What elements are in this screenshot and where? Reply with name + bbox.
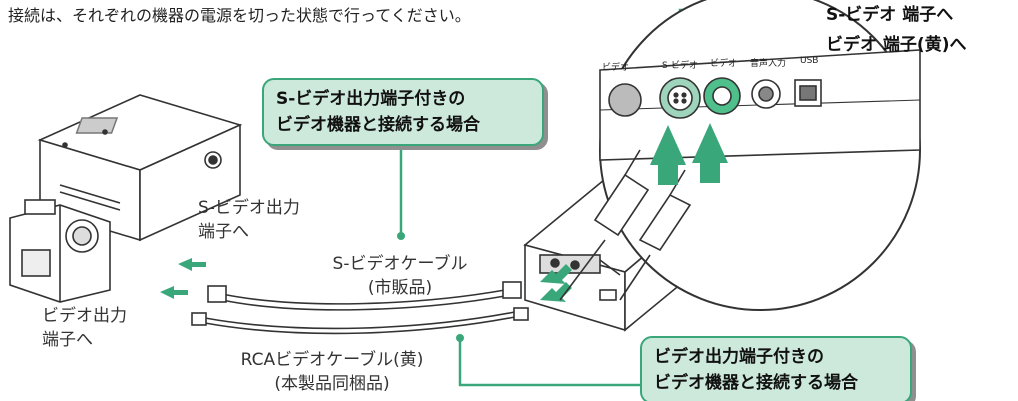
rca-cable-label: RCAビデオケーブル(黄) (本製品同梱品) <box>212 348 452 396</box>
video-out-label: ビデオ出力 端子へ <box>42 304 127 352</box>
s-video-plug <box>593 173 650 237</box>
video-case-leader <box>458 340 640 387</box>
s-video-case-box: S-ビデオ出力端子付きの ビデオ機器と接続する場合 <box>262 78 544 146</box>
cables <box>191 281 529 335</box>
rca-cable-line2: (本製品同梱品) <box>274 374 390 394</box>
source-arrows <box>160 258 206 299</box>
video-out-line2: 端子へ <box>42 330 93 350</box>
s-video-out-line1: S-ビデオ出力 <box>198 198 300 218</box>
s-video-out-label: S-ビデオ出力 端子へ <box>198 196 300 244</box>
video-case-line1: ビデオ出力端子付きの <box>654 347 824 367</box>
s-video-cable-label: S-ビデオケーブル (市販品) <box>320 252 480 300</box>
video-port-callout: ビデオ 端子(黄)へ <box>826 35 967 55</box>
s-video-cable-line1: S-ビデオケーブル <box>332 254 468 274</box>
camcorder-device <box>9 199 111 303</box>
panel-label-video: ビデオ <box>602 63 630 73</box>
video-insert-arrow <box>692 123 728 183</box>
video-case-dot <box>456 334 464 342</box>
panel-label-s-video: S-ビデオ <box>662 61 698 71</box>
video-port-left <box>608 83 642 117</box>
rca-cable-line1: RCAビデオケーブル(黄) <box>240 350 424 370</box>
s-video-out-line2: 端子へ <box>198 222 249 242</box>
panel-zoom <box>559 0 921 311</box>
s-video-case-line2: ビデオ機器と接続する場合 <box>276 115 480 135</box>
s-video-case-line1: S-ビデオ出力端子付きの <box>276 89 466 109</box>
rca-plug <box>638 193 692 252</box>
panel-label-audio-in: 音声入力 <box>750 59 787 69</box>
panel-label-usb: USB <box>800 56 819 66</box>
video-out-line1: ビデオ出力 <box>42 306 127 326</box>
s-video-insert-arrow <box>650 125 686 185</box>
s-video-case-dot <box>397 232 405 240</box>
video-case-line2: ビデオ機器と接続する場合 <box>654 373 858 393</box>
video-case-box: ビデオ出力端子付きの ビデオ機器と接続する場合 <box>640 336 912 401</box>
panel-label-video2: ビデオ <box>710 59 738 69</box>
projector-arrows <box>540 264 572 302</box>
s-video-port-callout: S-ビデオ 端子へ <box>826 5 954 25</box>
s-video-cable-line2: (市販品) <box>367 278 433 298</box>
intro-note: 接続は、それぞれの機器の電源を切った状態で行ってください。 <box>8 6 471 25</box>
